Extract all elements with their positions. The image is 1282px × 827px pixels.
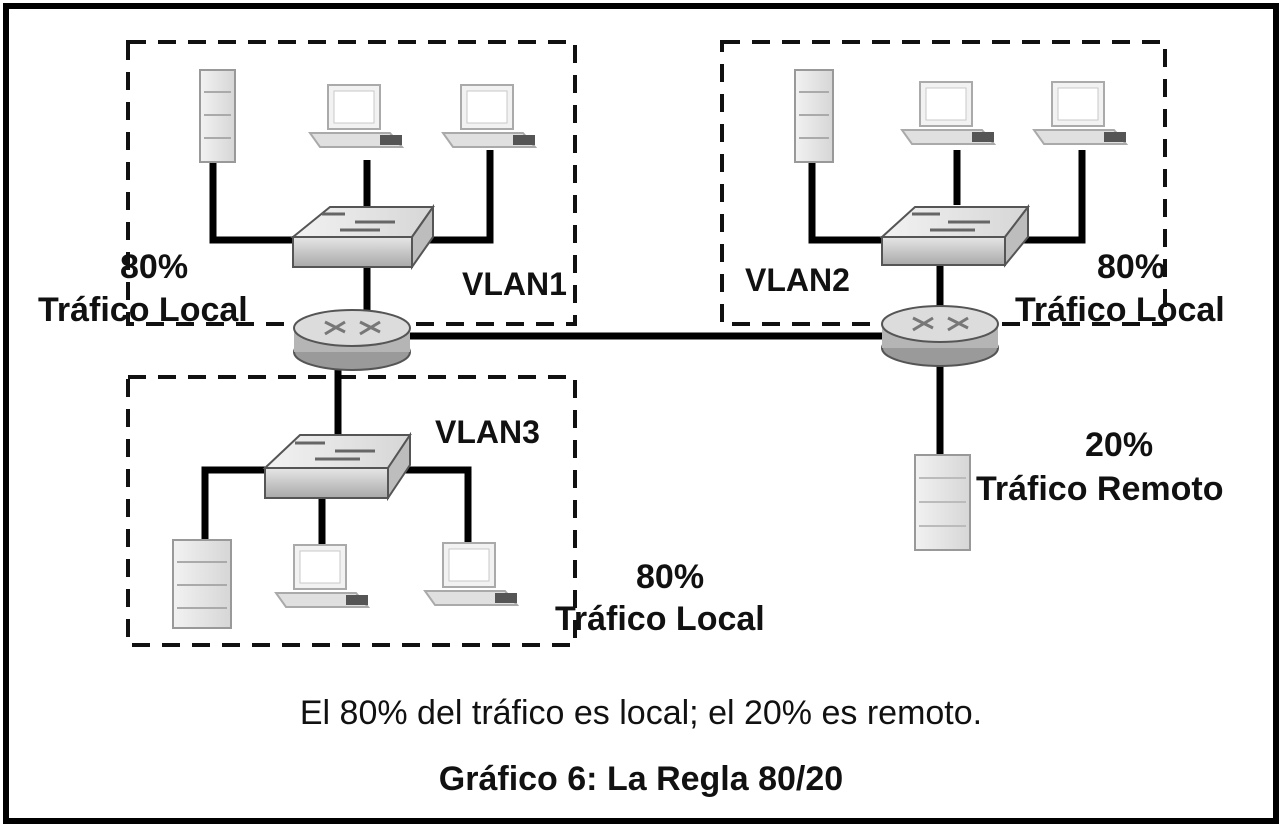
- vlan1-traffic-label: Tráfico Local: [38, 291, 248, 329]
- figure-title: Gráfico 6: La Regla 80/20: [438, 760, 844, 798]
- links: [201, 150, 1086, 545]
- router-right: [881, 305, 999, 367]
- vlan2-percent: 80%: [1097, 248, 1166, 286]
- switch-vlan2: [879, 204, 1031, 268]
- vlan1-percent: 80%: [120, 248, 189, 286]
- server-vlan2: [794, 69, 834, 163]
- workstation-vlan3-b: [423, 542, 520, 606]
- outer-border: [3, 3, 1279, 824]
- switch-vlan1: [290, 203, 435, 271]
- workstation-vlan1-b: [441, 84, 538, 148]
- workstation-vlan2-a: [900, 81, 997, 145]
- remote-percent: 20%: [1085, 426, 1154, 464]
- workstation-vlan2-b: [1032, 81, 1129, 145]
- vlan2-name: VLAN2: [745, 262, 850, 298]
- remote-traffic-label: Tráfico Remoto: [976, 470, 1224, 508]
- vlan2-traffic-label: Tráfico Local: [1015, 291, 1225, 329]
- vlan1-boundary: [126, 40, 577, 326]
- vlan3-boundary: [126, 375, 577, 647]
- switch-vlan3: [262, 431, 412, 502]
- vlan1-name: VLAN1: [462, 266, 567, 302]
- workstation-vlan3-a: [274, 544, 371, 608]
- server-vlan1: [199, 69, 236, 163]
- vlan3-traffic-label: Tráfico Local: [555, 600, 765, 638]
- server-vlan3: [172, 539, 232, 629]
- workstation-vlan1-a: [308, 84, 405, 148]
- vlan3-name: VLAN3: [435, 414, 540, 450]
- vlan3-percent: 80%: [636, 558, 705, 596]
- remote-server: [914, 454, 971, 551]
- router-left: [293, 309, 411, 371]
- diagram-caption: El 80% del tráfico es local; el 20% es r…: [299, 694, 983, 732]
